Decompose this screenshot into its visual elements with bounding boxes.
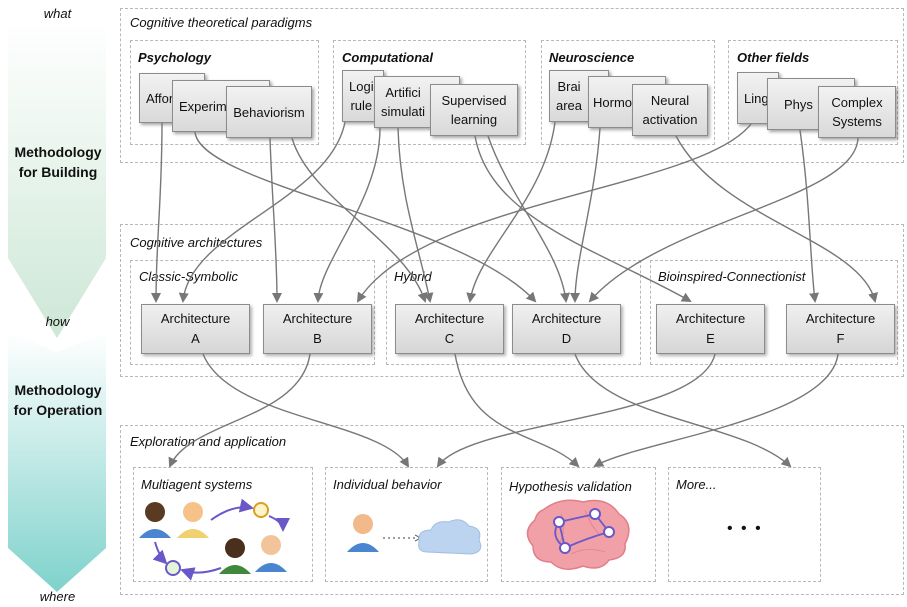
architecture-e-word: Architecture (675, 311, 746, 326)
graph-node-icon (589, 508, 601, 520)
architecture-d-word: Architecture (531, 311, 602, 326)
hypothesis-illustration (526, 499, 630, 570)
more-ellipsis: • • • (727, 520, 763, 537)
hypothesis-validation-title: Hypothesis validation (509, 479, 632, 494)
multiagent-illustration (139, 498, 290, 581)
architecture-d-letter: D (561, 331, 572, 346)
individual-behavior-title: Individual behavior (333, 477, 442, 492)
architecture-e-letter: E (706, 331, 715, 346)
architecture-f-word: Architecture (805, 311, 876, 326)
side-label-what: what (43, 6, 72, 21)
architecture-b-word: Architecture (282, 311, 353, 326)
person-icon (347, 514, 379, 552)
more-box (668, 467, 821, 582)
agent-node-icon (165, 560, 181, 576)
graph-node-icon (603, 526, 615, 538)
person-icon (177, 502, 209, 538)
side-label-how: how (45, 314, 70, 329)
hybrid-title: Hybrid (394, 269, 432, 284)
card-complex-systems: Complex Systems (818, 86, 896, 138)
more-title: More... (676, 477, 717, 492)
side-label-building: Methodology for Building (14, 144, 102, 180)
methodology-arrow (8, 22, 106, 592)
side-label-operation: Methodology for Operation (13, 382, 103, 418)
psychology-title: Psychology (138, 50, 211, 65)
graph-node-icon (553, 516, 565, 528)
bioinspired-title: Bioinspired-Connectionist (658, 269, 806, 284)
architectures-title: Cognitive architectures (130, 235, 263, 250)
card-neural-activation: Neural activation (632, 84, 708, 136)
person-icon (219, 538, 251, 574)
person-icon (255, 535, 287, 572)
architecture-b-letter: B (313, 331, 322, 346)
card-behaviorism: Behaviorism (226, 86, 312, 138)
multiagent-box (133, 467, 313, 582)
architecture-f-letter: F (836, 331, 845, 346)
computational-title: Computational (342, 50, 433, 65)
paradigms-title: Cognitive theoretical paradigms (130, 15, 313, 30)
classic-symbolic-title: Classic-Symbolic (139, 269, 238, 284)
cloud-icon (418, 519, 482, 555)
architecture-a-word: Architecture (160, 311, 231, 326)
architecture-a-letter: A (191, 331, 200, 346)
hypothesis-validation-box (501, 467, 656, 582)
other-fields-title: Other fields (737, 50, 810, 65)
exploration-title: Exploration and application (130, 434, 287, 449)
graph-node-icon (559, 542, 571, 554)
architecture-c-word: Architecture (414, 311, 485, 326)
person-icon (139, 502, 171, 538)
architecture-c-letter: C (444, 331, 455, 346)
individual-behavior-illustration (347, 514, 482, 555)
neuroscience-title: Neuroscience (549, 50, 635, 65)
side-label-where: where (39, 589, 76, 604)
card-supervised-learning: Supervised learning (430, 84, 518, 136)
multiagent-title: Multiagent systems (141, 477, 253, 492)
agent-node-icon (253, 502, 269, 518)
